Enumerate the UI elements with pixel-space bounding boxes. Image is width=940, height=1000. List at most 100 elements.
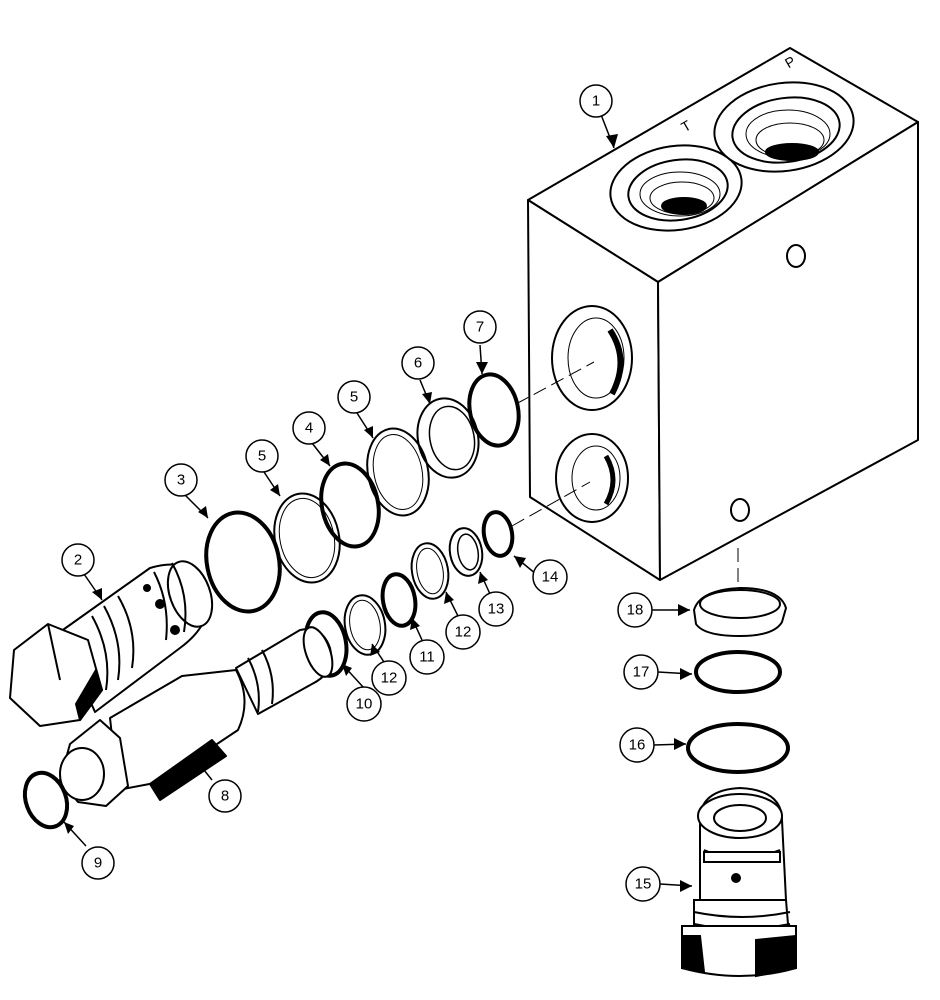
svg-text:14: 14 <box>542 569 559 586</box>
relief-8-end-face <box>59 747 105 801</box>
arrowhead-14 <box>514 556 526 568</box>
side-port-lower-thread <box>571 445 621 511</box>
callout-3: 3 <box>164 463 198 497</box>
align-line-upper <box>515 361 595 405</box>
callout-10: 10 <box>346 686 382 722</box>
arrowhead-6 <box>422 392 432 404</box>
arrowhead-7 <box>476 362 488 374</box>
svg-text:18: 18 <box>627 602 644 619</box>
svg-text:5: 5 <box>350 389 358 406</box>
callout-18: 18 <box>617 592 653 628</box>
callout-15: 15 <box>625 866 661 902</box>
relief-valve-8 <box>59 626 334 807</box>
svg-text:17: 17 <box>633 664 650 681</box>
cartridge-2-hex-nut <box>9 623 103 727</box>
align-line-lower <box>511 481 591 527</box>
callout-8: 8 <box>208 779 242 813</box>
cartridge-2-port-2 <box>170 625 180 635</box>
seal-ring-13 <box>448 527 484 577</box>
o-ring-14 <box>481 510 515 558</box>
svg-text:9: 9 <box>94 855 102 872</box>
port-p-bore <box>765 143 819 161</box>
svg-text:12: 12 <box>381 670 398 687</box>
relief-8-hex-shade <box>149 739 227 801</box>
side-port-upper-bore <box>607 328 624 396</box>
valve-block <box>527 47 919 581</box>
svg-text:15: 15 <box>635 876 652 893</box>
seal-ring-13-inner <box>456 533 480 571</box>
backup-ring-12a-inner <box>349 599 381 651</box>
cartridge-15-groove-band <box>703 851 781 863</box>
side-port-upper-thread <box>567 317 625 399</box>
svg-text:10: 10 <box>356 696 373 713</box>
cartridge-2-groove-1 <box>171 562 187 633</box>
arrowhead-17 <box>680 668 692 680</box>
backup-ring-5b-inner <box>372 433 424 511</box>
mounting-hole-lower <box>730 498 750 522</box>
o-ring-16 <box>686 722 790 774</box>
svg-text:13: 13 <box>488 601 505 618</box>
port-t-bore <box>661 197 707 215</box>
side-port-lower <box>555 433 629 523</box>
arrowhead-12b <box>444 592 454 604</box>
cartridge-valve-2 <box>9 560 214 727</box>
callout-7: 7 <box>463 310 497 344</box>
port-t-thread-1 <box>639 171 721 217</box>
backup-ring-5a <box>273 492 341 584</box>
svg-text:4: 4 <box>305 420 313 437</box>
arrowhead-16 <box>674 738 686 750</box>
cartridge-2-hex-edge <box>47 623 61 681</box>
cartridge-15-port <box>731 873 741 883</box>
relief-8-tip <box>302 626 334 678</box>
arrowhead-1 <box>606 134 618 148</box>
svg-text:11: 11 <box>419 649 435 666</box>
cartridge-2-port-3 <box>143 584 151 592</box>
cartridge-15-hex-shade-2 <box>755 934 797 978</box>
arrowhead-5a <box>270 484 280 496</box>
arrowhead-15 <box>680 880 692 892</box>
seal-ring-18-top <box>699 589 781 619</box>
svg-text:2: 2 <box>74 552 82 569</box>
arrowhead-8 <box>196 760 206 772</box>
svg-text:1: 1 <box>592 93 600 110</box>
backup-ring-5b <box>366 427 430 517</box>
cartridge-2-groove-3 <box>117 595 135 669</box>
callout-14: 14 <box>532 559 568 595</box>
callout-5a: 5 <box>245 439 279 473</box>
callout-6: 6 <box>401 346 435 380</box>
seal-ring-6-inner <box>428 405 476 471</box>
o-ring-7 <box>467 372 521 448</box>
backup-ring-12a <box>343 594 387 656</box>
o-ring-11 <box>380 572 418 628</box>
cartridge-15-hex-shade <box>681 935 706 974</box>
svg-text:5: 5 <box>258 448 266 465</box>
callout-13: 13 <box>478 591 514 627</box>
svg-text:12: 12 <box>455 624 472 641</box>
arrowhead-18 <box>678 604 690 616</box>
cartridge-2-hex-shade <box>75 669 103 721</box>
side-port-lower-bore <box>603 454 616 506</box>
callout-17: 17 <box>623 654 659 690</box>
arrowhead-3 <box>198 506 208 518</box>
o-ring-9 <box>22 770 70 830</box>
arrowhead-2 <box>92 588 102 600</box>
callout-5b: 5 <box>337 380 371 414</box>
backup-ring-12b <box>410 542 450 600</box>
svg-text:16: 16 <box>629 737 646 754</box>
arrowhead-5b <box>364 426 373 438</box>
callout-12b: 12 <box>445 614 481 650</box>
mounting-hole-upper <box>786 244 806 268</box>
svg-text:6: 6 <box>414 355 422 372</box>
bottom-stack <box>681 586 797 978</box>
arrowhead-12a <box>370 644 380 656</box>
callout-4: 4 <box>292 411 326 445</box>
callouts: 1 2 3 4 5 5 6 7 8 9 10 11 12 12 13 14 15… <box>61 84 661 902</box>
arrowhead-9 <box>64 822 74 834</box>
block-right-face <box>657 121 919 581</box>
callout-16: 16 <box>619 727 655 763</box>
callout-2: 2 <box>61 543 95 577</box>
arrowhead-13 <box>478 572 488 584</box>
callout-9: 9 <box>81 846 115 880</box>
cartridge-15-thread-1 <box>693 911 791 918</box>
